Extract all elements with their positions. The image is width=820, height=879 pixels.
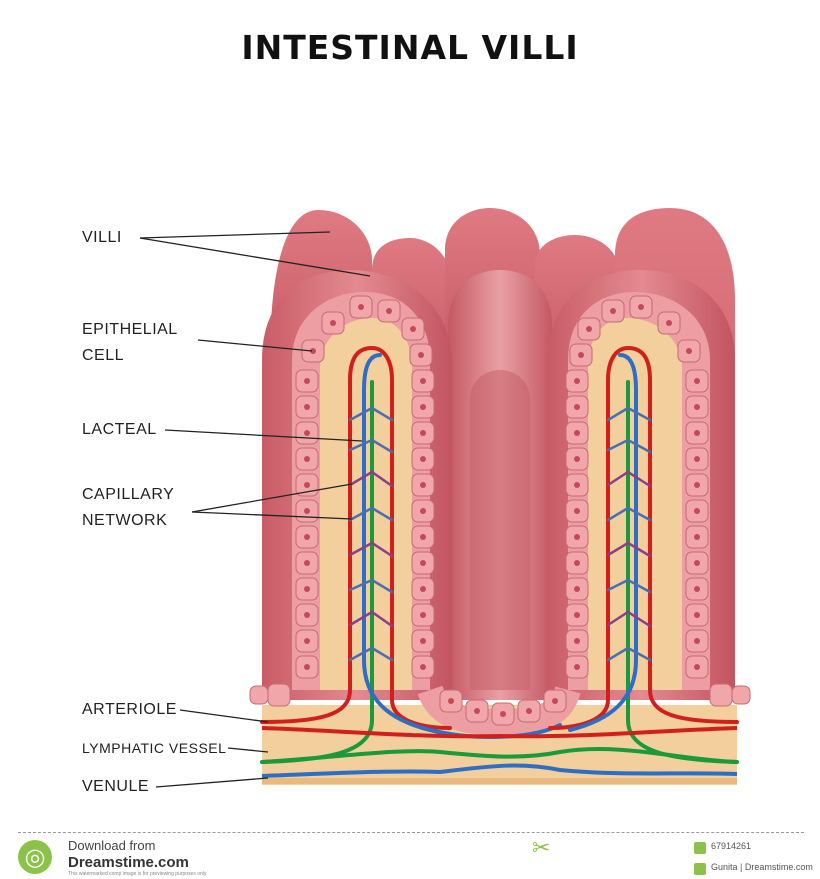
footer-divider: [18, 832, 804, 833]
scissors-icon: ✂: [532, 836, 550, 861]
footer-credit: Gunita | Dreamstime.com: [711, 862, 813, 872]
user-icon: [694, 863, 706, 875]
image-id-icon: [694, 842, 706, 854]
label-arteriole: ARTERIOLE: [82, 697, 177, 723]
arteriole-leader: [180, 710, 268, 722]
label-capillary-line1: CAPILLARY: [82, 482, 174, 508]
label-epithelial-line2: CELL: [82, 343, 124, 369]
footer-note: This watermarked comp image is for previ…: [68, 871, 207, 877]
label-lacteal: LACTEAL: [82, 417, 157, 443]
center-villus: [448, 270, 552, 700]
dreamstime-logo-icon: ◎: [18, 840, 52, 874]
watermark-footer: ◎ Download from Dreamstime.com This wate…: [0, 826, 820, 879]
label-epithelial-line1: EPITHELIAL: [82, 317, 178, 343]
footer-download-text: Download from: [68, 838, 155, 853]
venule-leader: [156, 778, 268, 787]
label-venule: VENULE: [82, 774, 149, 800]
footer-image-id: 67914261: [711, 841, 751, 851]
footer-site-link[interactable]: Dreamstime.com: [68, 854, 189, 871]
label-capillary-line2: NETWORK: [82, 508, 167, 534]
label-villi: VILLI: [82, 225, 122, 251]
label-lymphatic: LYMPHATIC VESSEL: [82, 735, 226, 761]
